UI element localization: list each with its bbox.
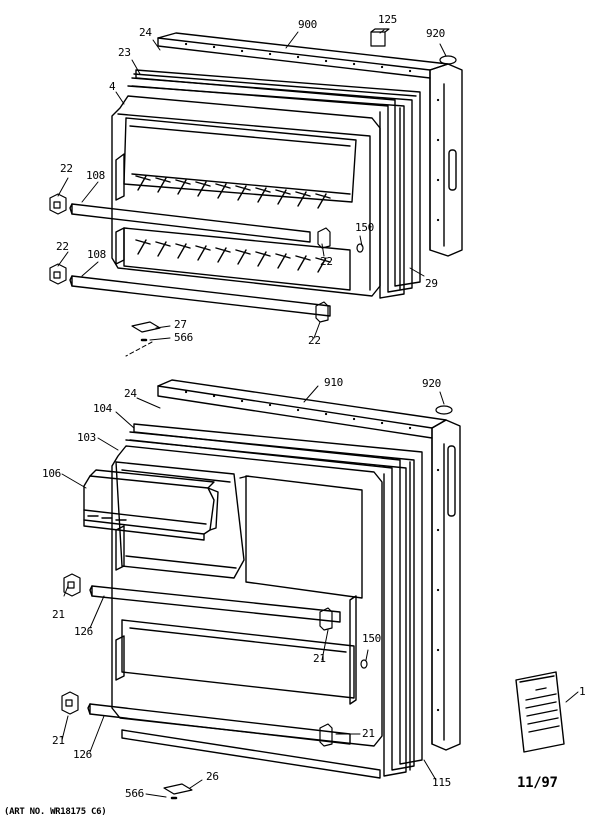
upper-shelf-bars xyxy=(70,204,330,316)
callout-920: 920 xyxy=(426,27,445,40)
callout-910: 910 xyxy=(324,376,343,389)
lower-shelf-bars xyxy=(88,586,350,744)
upper-outer-door-panel xyxy=(158,33,462,256)
callout-125: 125 xyxy=(378,13,397,26)
callout-21-upper-right: 21 xyxy=(313,652,326,665)
callout-22-bottom: 22 xyxy=(308,334,321,347)
upper-small-parts xyxy=(132,29,456,340)
lower-leader-lines xyxy=(62,386,578,797)
callout-4: 4 xyxy=(109,80,116,93)
callout-104: 104 xyxy=(93,402,112,415)
callout-23: 23 xyxy=(118,46,131,59)
callout-115: 115 xyxy=(432,776,451,789)
callout-566-lower: 566 xyxy=(125,787,144,800)
lower-inner-liner xyxy=(112,446,382,746)
callout-920-lower: 920 xyxy=(422,377,441,390)
callout-26: 26 xyxy=(206,770,219,783)
callout-24: 24 xyxy=(139,26,152,39)
dairy-door-106 xyxy=(84,470,218,540)
callout-1: 1 xyxy=(579,685,586,698)
callout-108-lower: 108 xyxy=(87,248,106,261)
callout-22-mid-left: 22 xyxy=(56,240,69,253)
callout-566-upper: 566 xyxy=(174,331,193,344)
callout-106: 106 xyxy=(42,467,61,480)
lower-small-parts xyxy=(164,406,452,798)
callout-103: 103 xyxy=(77,431,96,444)
callout-150-upper: 150 xyxy=(355,221,374,234)
callout-21-lower-right: 21 xyxy=(362,727,375,740)
callout-150-lower: 150 xyxy=(362,632,381,645)
upper-inner-liner xyxy=(112,96,380,296)
art-number: (ART NO. WR18175 C6) xyxy=(4,807,107,817)
callout-24-lower: 24 xyxy=(124,387,137,400)
upper-shelf-supports xyxy=(50,194,330,322)
callout-22-right: 22 xyxy=(320,255,333,268)
callout-900: 900 xyxy=(298,18,317,31)
callout-27: 27 xyxy=(174,318,187,331)
owner-manual-1 xyxy=(516,672,564,752)
upper-leader-lines xyxy=(58,30,446,340)
callout-22-upper-left: 22 xyxy=(60,162,73,175)
callout-126-upper: 126 xyxy=(74,625,93,638)
callout-126-lower: 126 xyxy=(73,748,92,761)
callout-108-upper: 108 xyxy=(86,169,105,182)
lower-gasket-frames xyxy=(122,424,422,778)
revision-date: 11/97 xyxy=(517,775,558,791)
upper-gasket-frames xyxy=(128,70,420,298)
lower-outer-door-panel xyxy=(158,380,460,750)
callout-29: 29 xyxy=(425,277,438,290)
callout-21-lower-left: 21 xyxy=(52,734,65,747)
callout-21-upper-left: 21 xyxy=(52,608,65,621)
